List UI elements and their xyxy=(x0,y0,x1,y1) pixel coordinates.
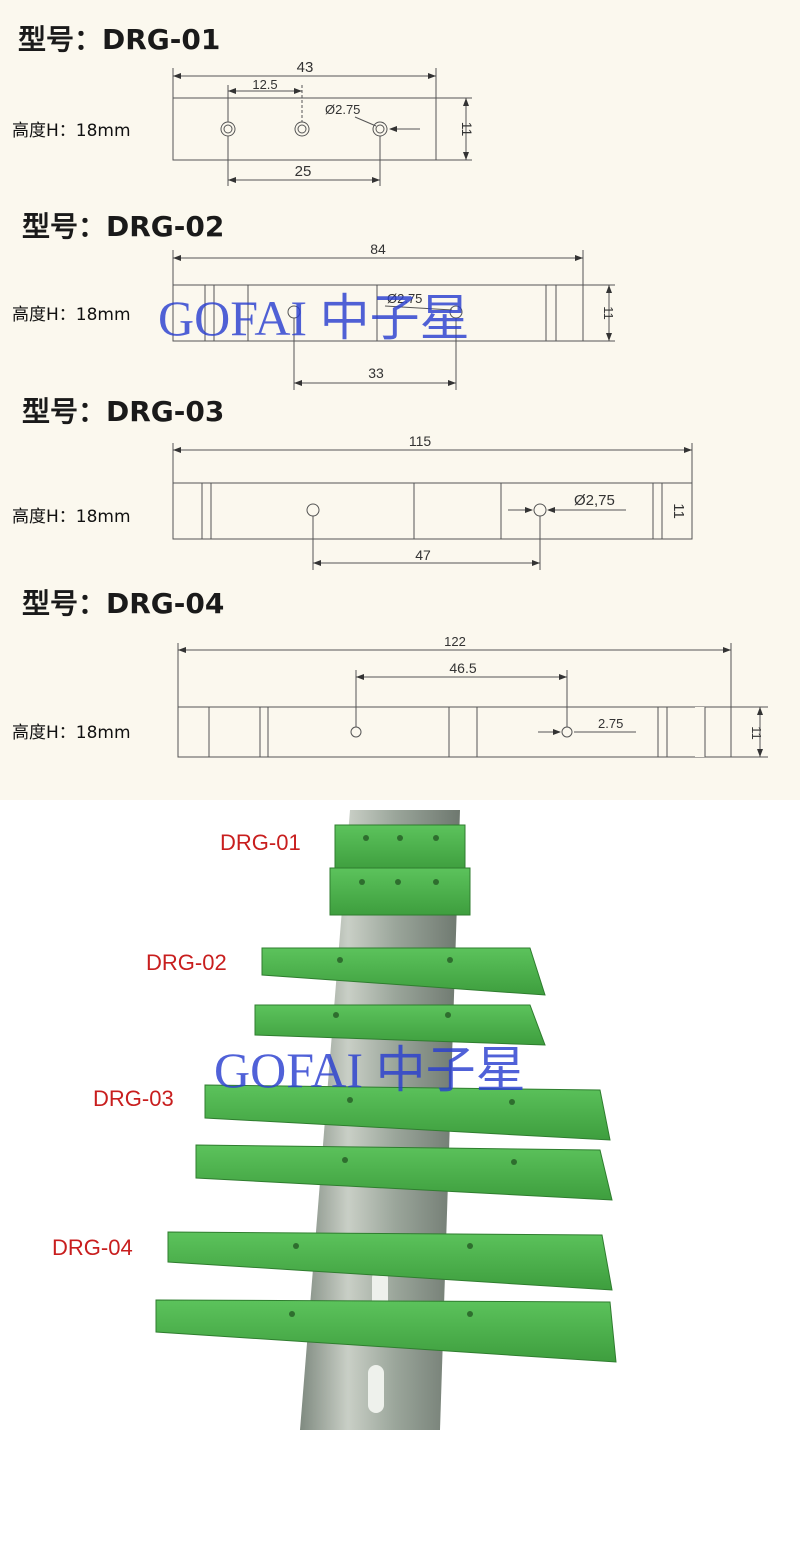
photo-label-drg03: DRG-03 xyxy=(93,1086,174,1111)
watermark-bottom: GOFAI 中子星 xyxy=(214,1042,526,1098)
height-label-drg03: 高度H：18mm xyxy=(12,507,131,527)
product-photo-illustration xyxy=(155,810,617,1430)
dim-length-drg03: 115 xyxy=(409,433,432,449)
dim-length-drg01: 43 xyxy=(297,59,314,76)
rail-outline-drg01 xyxy=(172,97,437,161)
height-label-drg04: 高度H：18mm xyxy=(12,723,131,743)
photo-label-drg02: DRG-02 xyxy=(146,950,227,975)
dim-pitch-drg03: 47 xyxy=(415,547,431,563)
rail-slot xyxy=(368,1365,384,1413)
carrier-drg01-a xyxy=(334,824,466,871)
carrier-drg03-b xyxy=(195,1144,613,1201)
drawing-drg02 xyxy=(172,250,615,390)
hole-drg03-2 xyxy=(533,503,547,517)
dim-hole-dia-drg01: Ø2.75 xyxy=(325,102,360,117)
rail-outline-drg02 xyxy=(172,284,584,342)
dim-width-drg02: 11 xyxy=(601,306,616,320)
photo-label-drg01: DRG-01 xyxy=(220,830,301,855)
drawing-drg04 xyxy=(177,643,768,758)
carrier-drg01-b xyxy=(329,867,471,916)
rail-outline-drg04 xyxy=(177,706,732,758)
carrier-drg02-b xyxy=(254,1004,546,1046)
carrier-drg03-a xyxy=(204,1084,611,1141)
hole-drg01-3-inner xyxy=(375,124,385,134)
rail-outline-drg03 xyxy=(172,482,693,540)
model-title-drg01: 型号：DRG-01 xyxy=(18,23,221,56)
dim-half-pitch-drg01: 12.5 xyxy=(252,77,277,92)
photo-label-drg04: DRG-04 xyxy=(52,1235,133,1260)
carrier-drg04-a xyxy=(167,1231,613,1291)
dimension-drawings: 43 12.5 25 Ø2.75 11 84 33 Ø2.75 11 115 4… xyxy=(172,59,768,758)
hole-drg03-1 xyxy=(306,503,320,517)
product-photo-panel: DRG-01 DRG-02 DRG-03 DRG-04 GOFAI 中子星 xyxy=(0,800,800,1550)
model-title-drg03: 型号：DRG-03 xyxy=(22,395,225,428)
height-label-drg01: 高度H：18mm xyxy=(12,121,131,141)
dim-pitch-drg01: 25 xyxy=(295,163,312,180)
model-title-drg02: 型号：DRG-02 xyxy=(22,210,225,243)
hole-drg01-3 xyxy=(372,121,388,137)
hole-drg01-1 xyxy=(220,121,236,137)
dim-length-drg02: 84 xyxy=(370,241,386,257)
carrier-drg02-a xyxy=(261,947,546,996)
dim-width-drg04: 11 xyxy=(749,726,764,740)
technical-drawings-panel: 型号：DRG-01 型号：DRG-02 型号：DRG-03 型号：DRG-04 … xyxy=(0,0,800,800)
dim-width-drg03: 11 xyxy=(670,503,687,519)
dim-width-drg01: 11 xyxy=(459,122,475,137)
height-label-drg02: 高度H：18mm xyxy=(12,305,131,325)
dim-pitch-drg04: 46.5 xyxy=(449,660,476,676)
hole-drg04-2 xyxy=(561,726,573,738)
hole-drg01-2-inner xyxy=(297,124,307,134)
watermark-top: GOFAI 中子星 xyxy=(158,290,470,346)
dim-hole-dia-drg04: 2.75 xyxy=(598,716,623,731)
model-title-drg04: 型号：DRG-04 xyxy=(22,587,225,620)
hole-drg01-2 xyxy=(294,121,310,137)
drawing-drg03 xyxy=(172,443,693,570)
dim-length-drg04: 122 xyxy=(444,634,466,649)
dim-hole-dia-drg02: Ø2.75 xyxy=(387,291,422,306)
dim-pitch-drg02: 33 xyxy=(368,365,384,381)
carrier-drg04-b xyxy=(155,1299,617,1363)
dim-hole-dia-drg03: Ø2,75 xyxy=(574,492,615,509)
hole-drg04-1 xyxy=(350,726,362,738)
hole-drg01-1-inner xyxy=(223,124,233,134)
drawing-drg01 xyxy=(172,68,472,186)
